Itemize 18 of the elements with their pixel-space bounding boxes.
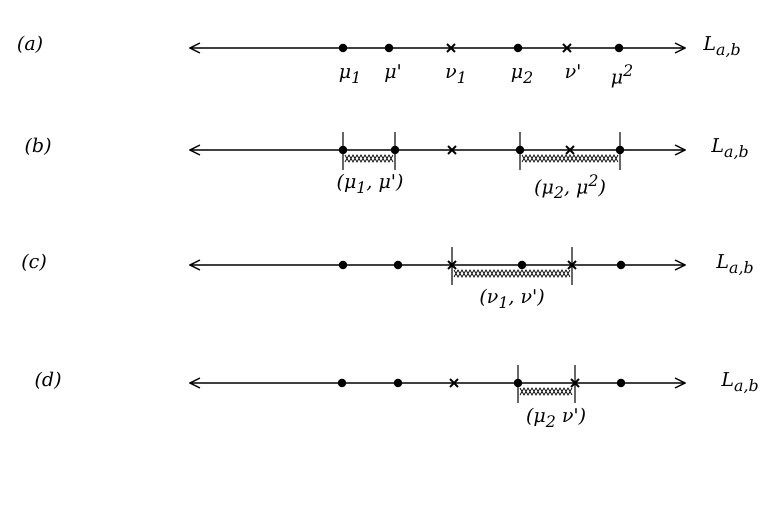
- point-label: μ': [384, 62, 402, 83]
- panel-label: (d): [34, 370, 62, 391]
- point-label: μ$_{2}$: [510, 62, 534, 86]
- line-label: L$_{a,b}$: [721, 370, 759, 394]
- panel-label: (b): [24, 136, 52, 157]
- interval-label: (μ$_{2}$, μ$^{2}$): [534, 172, 606, 202]
- interval-label: (ν$_{1}$, ν'): [479, 287, 545, 312]
- panel-label: (a): [16, 34, 44, 55]
- line-label: L$_{a,b}$: [711, 136, 749, 160]
- interval-label: (μ$_{1}$, μ'): [336, 172, 404, 196]
- point-label: μ$^{2}$: [610, 62, 634, 88]
- interval-label: (μ$_{2}$ ν'): [526, 406, 586, 430]
- point-label: ν': [564, 62, 582, 83]
- point-label: μ$_{1}$: [338, 62, 362, 86]
- line-label: L$_{a,b}$: [703, 34, 741, 58]
- panel-label: (c): [21, 252, 47, 273]
- line-label: L$_{a,b}$: [716, 252, 754, 276]
- point-label: ν$_{1}$: [445, 62, 467, 86]
